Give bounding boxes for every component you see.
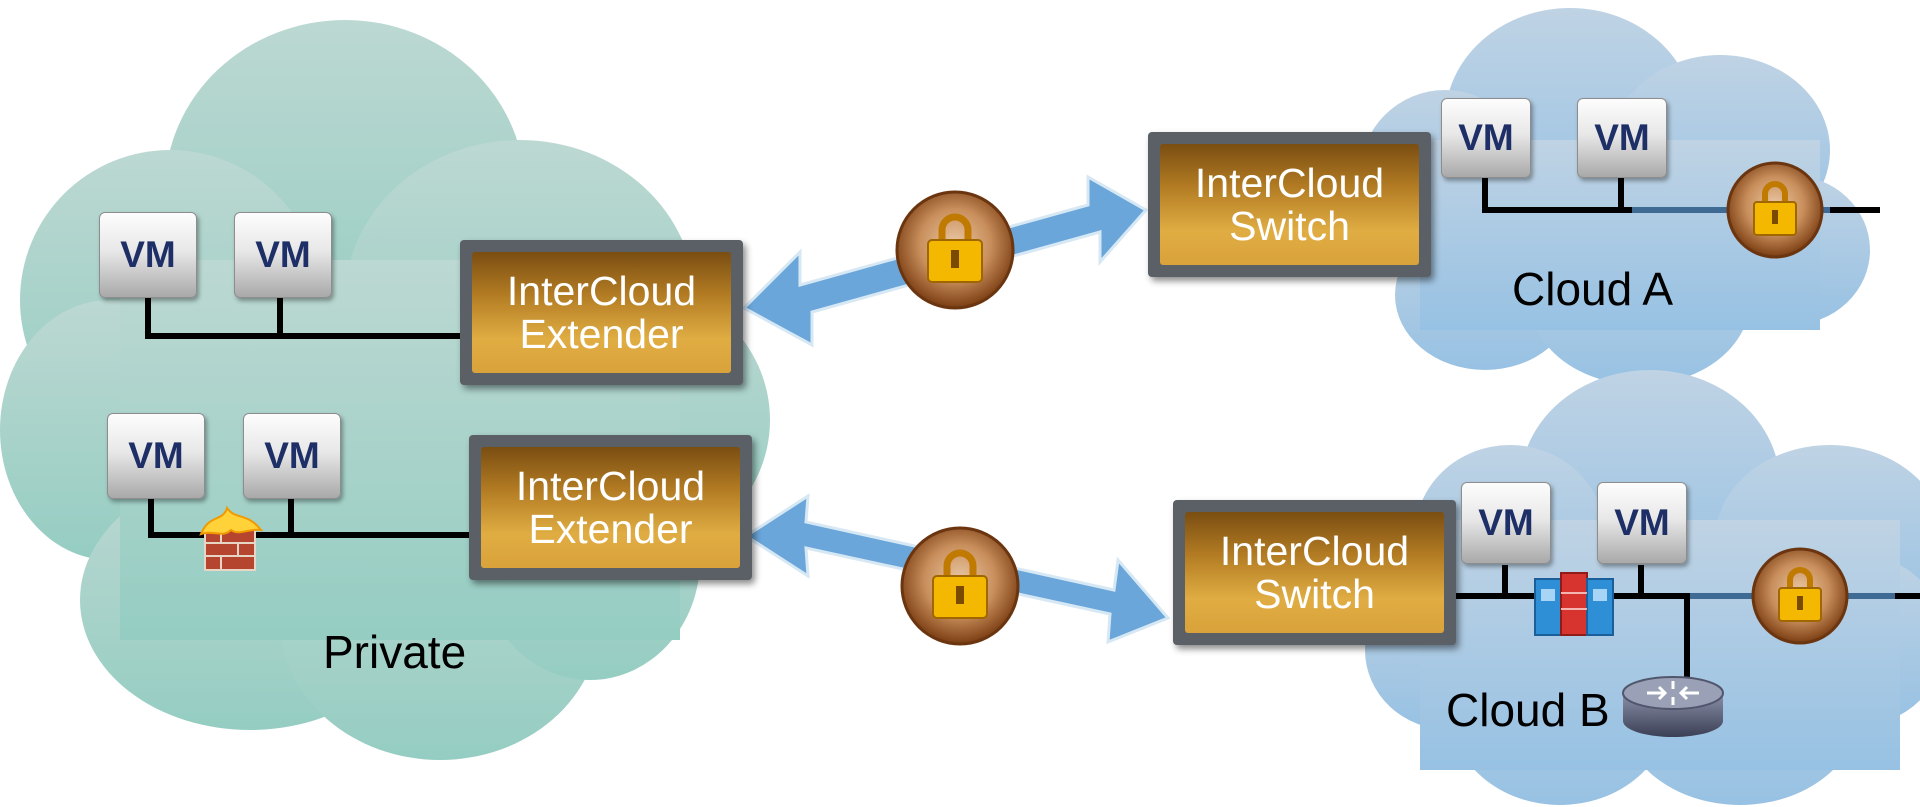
intercloud-extender-1: InterCloud Extender [460, 240, 743, 385]
cloud-b-label: Cloud B [1446, 684, 1610, 736]
vm-label: VM [120, 234, 176, 275]
vm-label: VM [255, 234, 311, 275]
vm-label: VM [264, 435, 320, 476]
vm-private-1: VM [99, 212, 197, 298]
vm-label: VM [128, 435, 184, 476]
private-cloud-label: Private [323, 626, 467, 678]
switch-label-line2: Switch [1254, 570, 1375, 617]
extender-label-line1: InterCloud [506, 267, 697, 314]
extender-label-line2: Extender [519, 310, 684, 357]
tunnel-arrow-cloud-a [741, 174, 1149, 348]
vm-private-3: VM [107, 413, 205, 499]
intercloud-switch-cloud-a: InterCloud Switch [1148, 132, 1431, 277]
switch-label-line1: InterCloud [1219, 527, 1410, 574]
intercloud-extender-2: InterCloud Extender [469, 435, 752, 580]
vm-private-2: VM [234, 212, 332, 298]
intercloud-switch-cloud-b: InterCloud Switch [1173, 500, 1456, 645]
vm-cloud-b-1: VM [1461, 482, 1551, 564]
switch-label-line2: Switch [1229, 202, 1350, 249]
extender-label-line1: InterCloud [515, 462, 706, 509]
cloud-a-shape [1360, 8, 1870, 385]
vm-cloud-a-2: VM [1577, 98, 1667, 178]
vm-label: VM [1614, 502, 1670, 543]
vm-cloud-a-1: VM [1441, 98, 1531, 178]
switch-label-line1: InterCloud [1194, 159, 1385, 206]
vm-label: VM [1478, 502, 1534, 543]
extender-label-line2: Extender [528, 505, 693, 552]
vm-private-4: VM [243, 413, 341, 499]
vm-label: VM [1458, 117, 1514, 158]
tunnel-arrow-cloud-b [743, 493, 1171, 645]
vm-label: VM [1594, 117, 1650, 158]
cloud-a-label: Cloud A [1512, 263, 1674, 315]
vm-cloud-b-2: VM [1597, 482, 1687, 564]
